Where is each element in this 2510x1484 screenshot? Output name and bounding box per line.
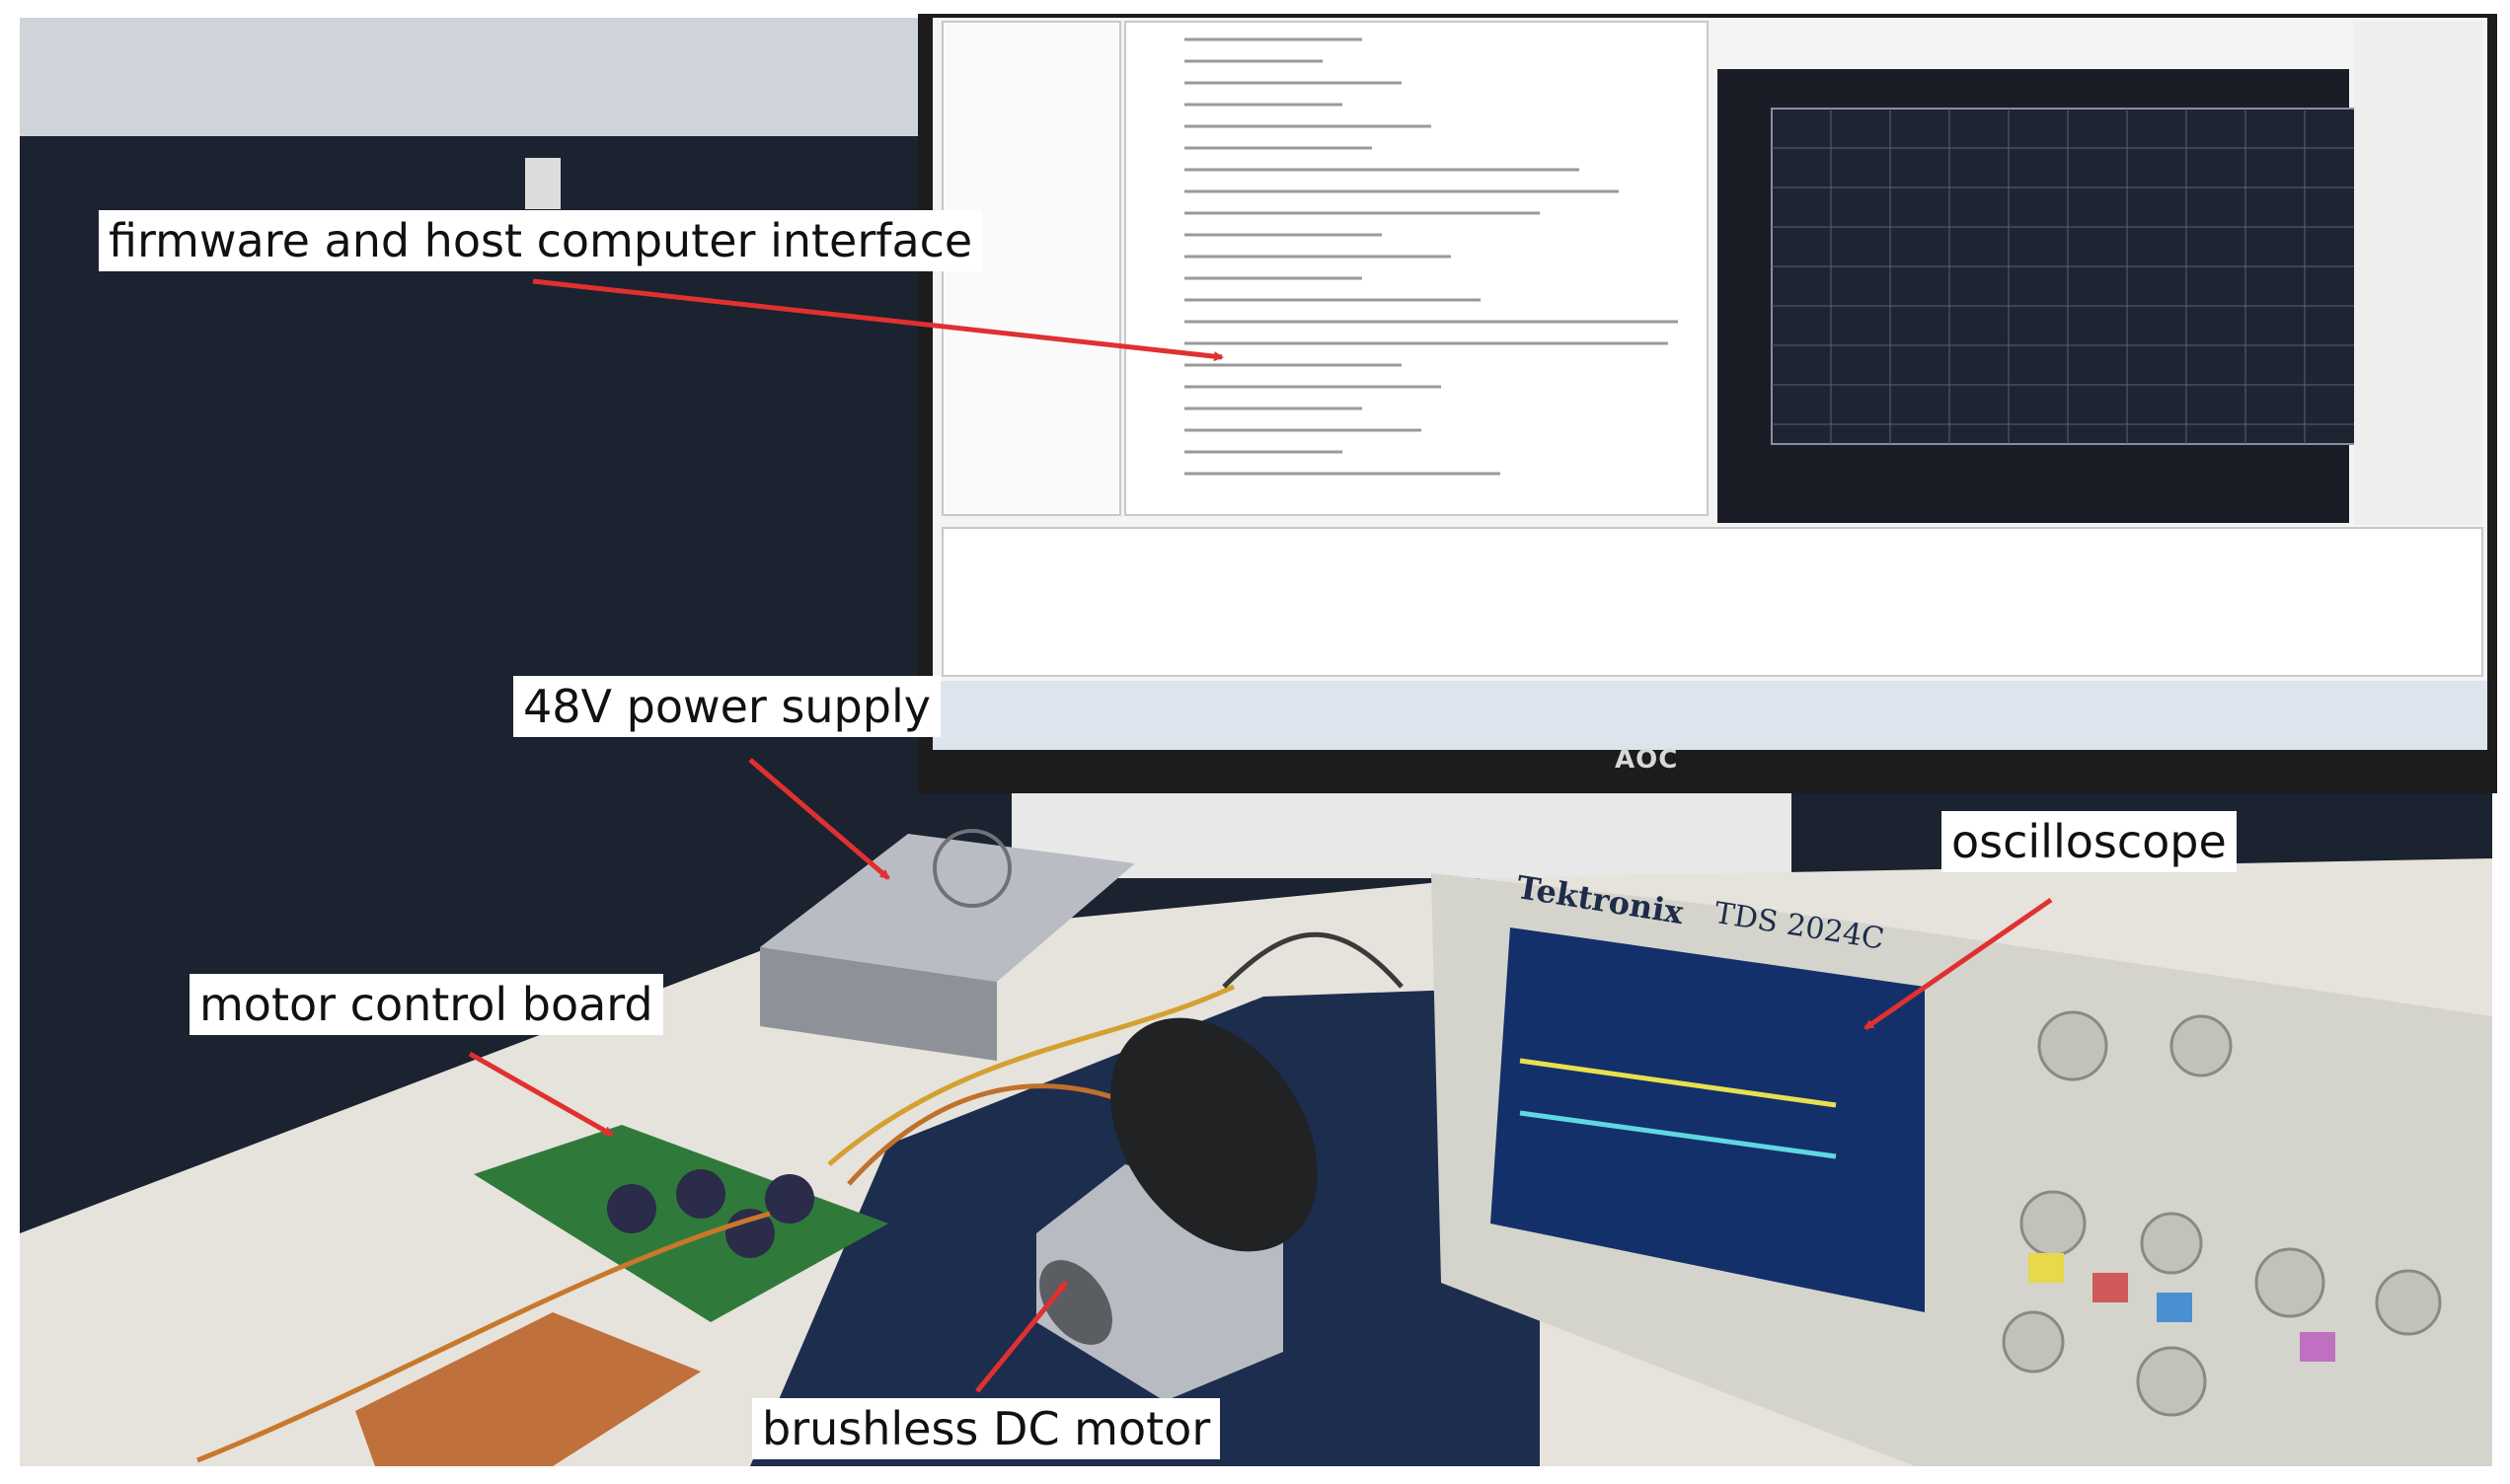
- power-supply-front: [760, 947, 997, 1061]
- ide-build-output: [942, 527, 2483, 677]
- arrow-power-supply: [748, 758, 890, 880]
- arrow-firmware: [532, 278, 1224, 362]
- scope-trace-cyan: [1519, 1110, 1837, 1159]
- host-app-grid: [1772, 109, 2374, 444]
- scope-math-button: [2092, 1273, 2128, 1302]
- wall-switch: [525, 158, 561, 209]
- host-app-side-panel: [2354, 22, 2482, 525]
- code-lines: [1184, 37, 1678, 476]
- host-app-plot-area: [1771, 108, 2375, 445]
- scope-ch1-button: [2028, 1253, 2064, 1283]
- motor-body: [1110, 1017, 1318, 1252]
- label-brushless-dc-motor: brushless DC motor: [752, 1398, 1221, 1459]
- label-power-supply: 48V power supply: [513, 676, 941, 737]
- scope-trace-yellow: [1519, 1058, 1837, 1108]
- ide-project-tree: [942, 21, 1121, 516]
- capacitor-4: [765, 1174, 814, 1224]
- capacitor-1: [607, 1184, 656, 1233]
- arrow-motor: [975, 1281, 1068, 1393]
- wall-window-light: [20, 18, 918, 136]
- ide-code-editor: [1124, 21, 1709, 516]
- scope-ch2-button: [2157, 1293, 2192, 1322]
- capacitor-2: [676, 1169, 725, 1219]
- arrow-control-board: [468, 1051, 614, 1138]
- scope-ch3-button: [2300, 1332, 2335, 1362]
- scope-knobs: [2002, 1010, 2442, 1417]
- power-supply-top: [760, 834, 1135, 982]
- label-firmware-host-interface: firmware and host computer interface: [99, 210, 983, 271]
- motor-control-board-pcb: [474, 1125, 888, 1322]
- cables: [196, 931, 1404, 1463]
- protoboard: [355, 1312, 701, 1466]
- label-oscilloscope: oscilloscope: [1941, 811, 2237, 872]
- power-supply-fan: [933, 829, 1012, 908]
- oscilloscope-screen: [1490, 928, 1925, 1312]
- windows-taskbar: [933, 681, 2487, 750]
- label-motor-control-board: motor control board: [190, 974, 663, 1035]
- arrow-oscilloscope: [1863, 897, 2053, 1031]
- monitor-brand-text: AOC: [1615, 745, 1679, 775]
